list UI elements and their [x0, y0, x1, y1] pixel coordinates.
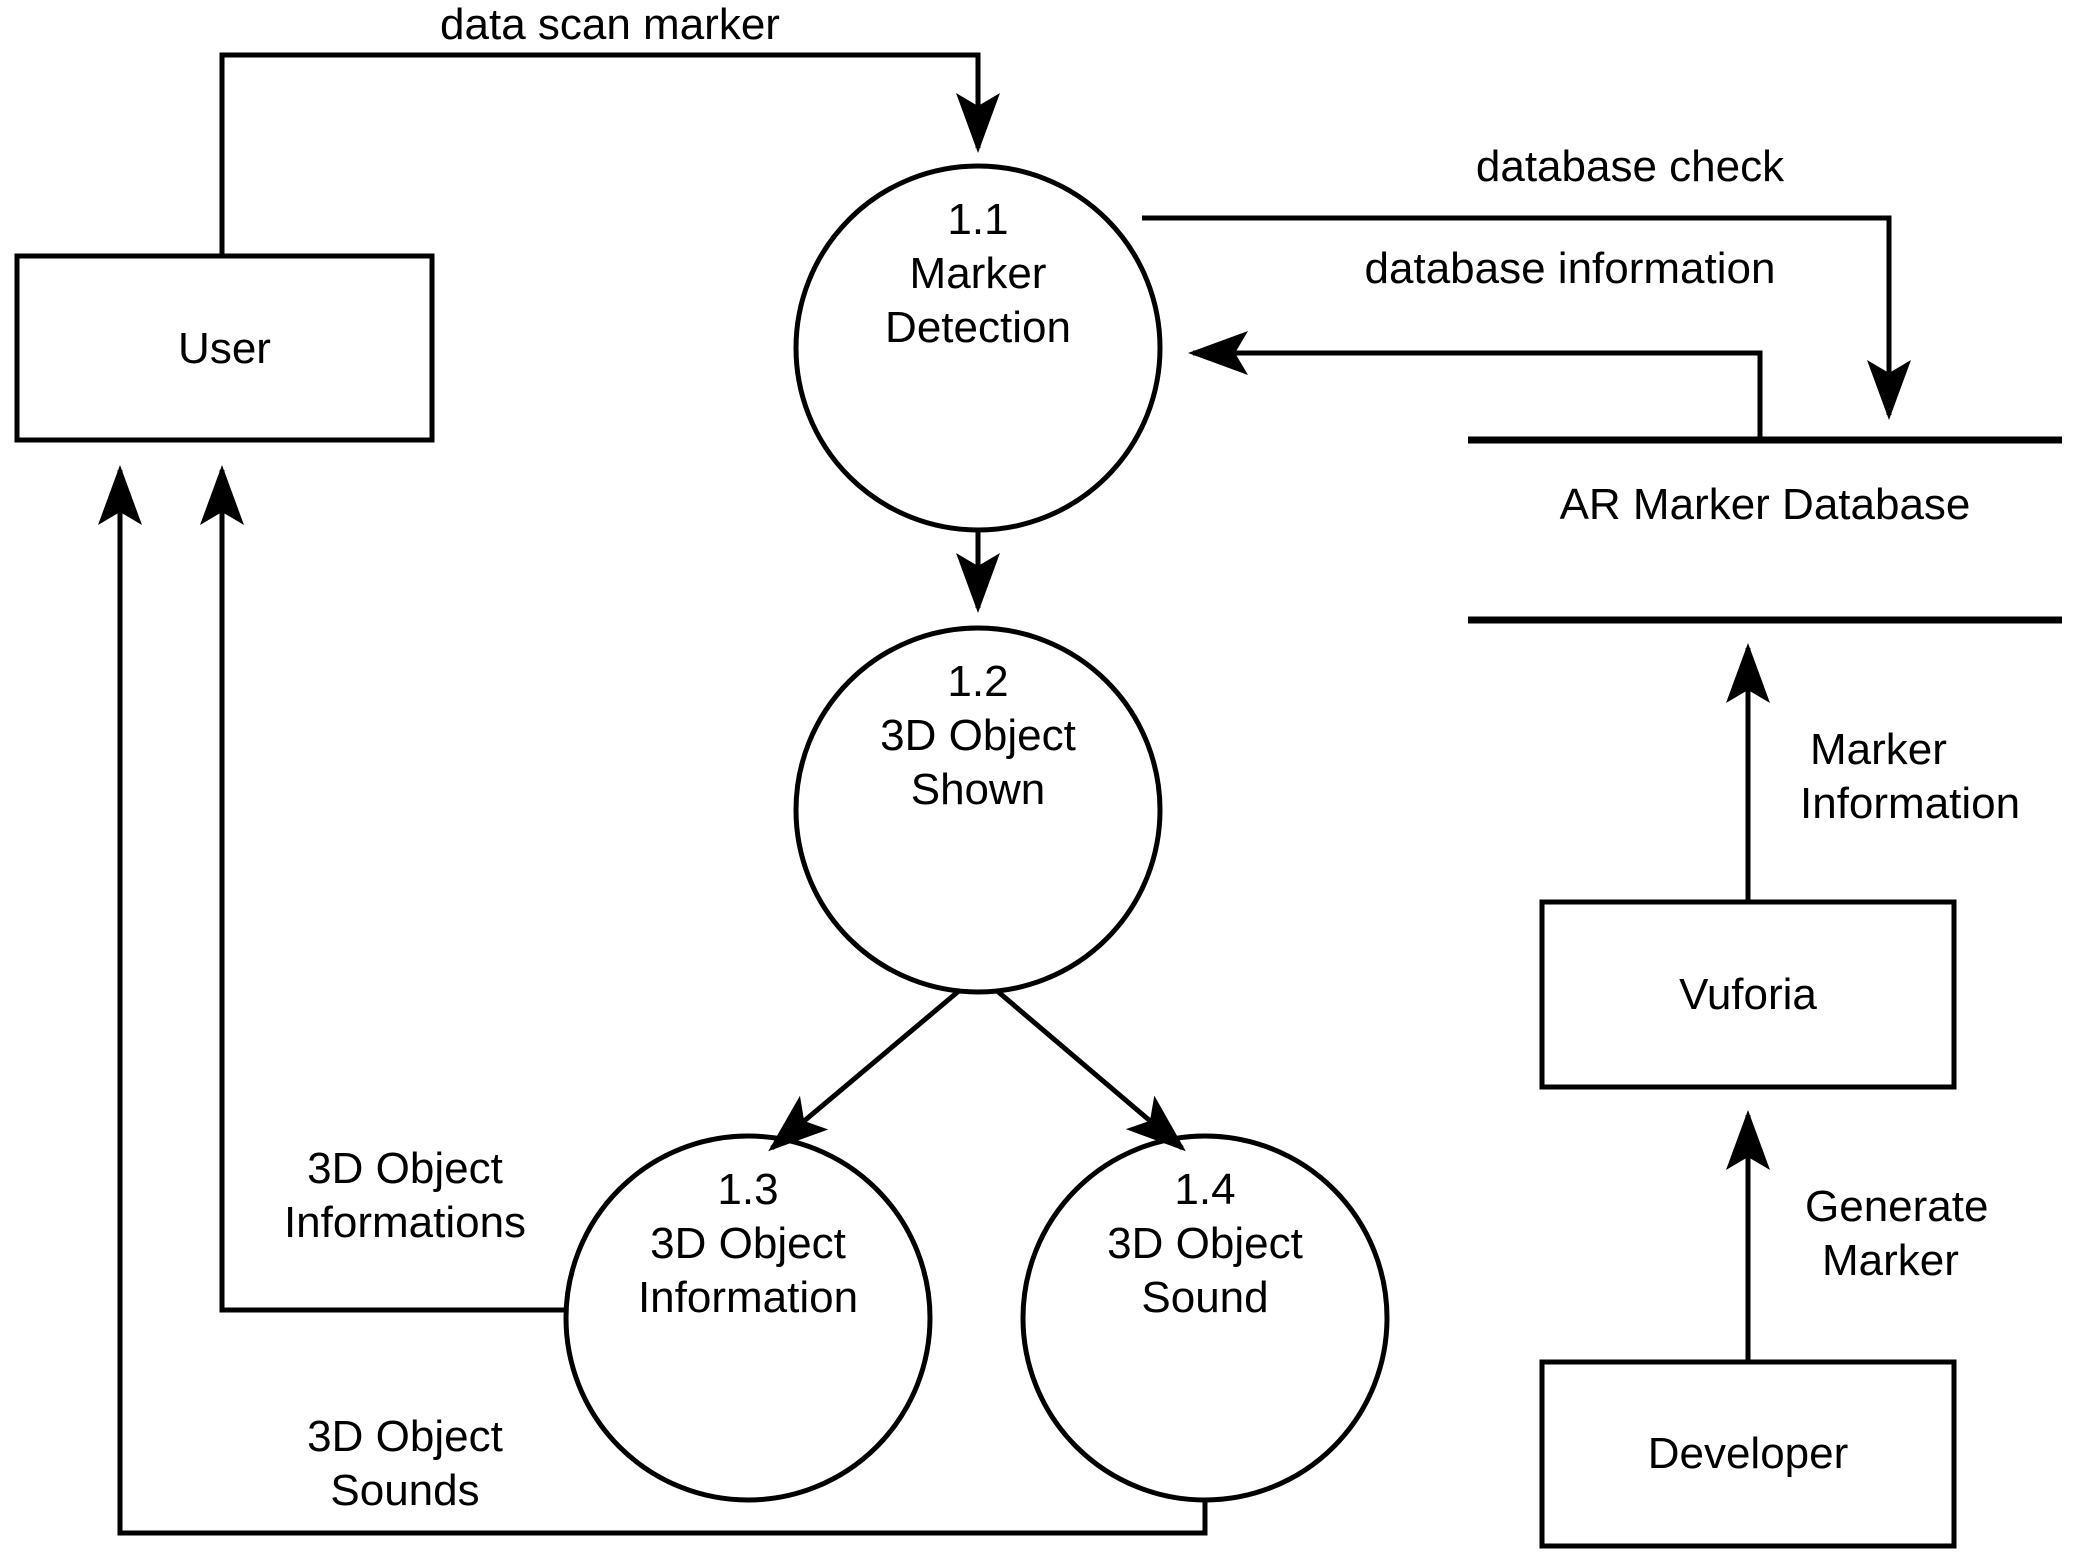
process-1-2-shape: [793, 625, 1163, 995]
process-1-4-name-line1: 3D Object: [1107, 1219, 1303, 1268]
process-1-1-name-line2: Detection: [885, 303, 1071, 352]
process-1-3-name-line2: Information: [637, 1273, 859, 1322]
entity-developer-label: Developer: [1647, 1429, 1849, 1478]
process-1-1-number: 1.1: [947, 195, 1009, 244]
entity-user-label: User: [178, 324, 271, 373]
entity-vuforia-label: Vuforia: [1679, 970, 1817, 1019]
process-1-2-name-line2: Shown: [910, 765, 1046, 814]
flow-object-shown-to-object-sound-path: [994, 988, 1186, 1152]
flow-object-shown-to-object-information-path: [768, 988, 962, 1152]
process-1-3-number: 1.3: [717, 1165, 779, 1214]
process-1-4-name-line2: Sound: [1141, 1273, 1269, 1322]
flow-object-informations-to-user-path: [200, 465, 566, 1313]
flow-data-scan-marker-path: [219, 52, 1000, 256]
process-1-1-name-line1: Marker: [909, 249, 1047, 298]
flow-database-check-path: [1142, 215, 1911, 420]
process-1-3-shape: [563, 1133, 933, 1503]
process-1-2-number: 1.2: [947, 657, 1009, 706]
datastore-ar-marker-db-label: AR Marker Database: [1559, 480, 1971, 529]
process-1-2-name-line1: 3D Object: [880, 711, 1076, 760]
process-1-3-name-line1: 3D Object: [650, 1219, 846, 1268]
flow-object-sounds-to-user-path: [98, 465, 1208, 1536]
flow-database-information-path: [1188, 331, 1763, 440]
process-1-4-number: 1.4: [1174, 1165, 1236, 1214]
